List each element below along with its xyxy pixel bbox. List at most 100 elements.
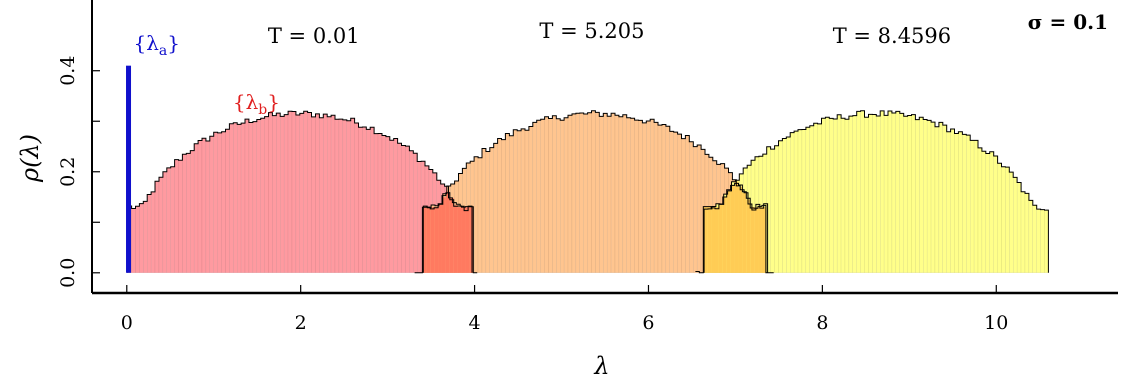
histogram-bar (801, 129, 807, 273)
histogram-bar (377, 133, 383, 273)
overlap-bar (718, 204, 723, 273)
histogram-bar (958, 131, 963, 273)
histogram-bar (606, 115, 612, 273)
x-axis-title: λ (593, 352, 609, 380)
histogram-bar (985, 153, 990, 273)
histogram-bar (477, 157, 483, 273)
histogram-bar (926, 120, 932, 273)
histogram-bar (618, 116, 624, 273)
histogram-bar (817, 123, 822, 273)
histogram-bar (190, 150, 195, 273)
x-tick-label: 6 (642, 312, 654, 334)
histogram-fills (127, 110, 1049, 273)
y-axis-title: ρ(λ) (16, 134, 44, 183)
histogram-bar (560, 119, 565, 273)
histogram-bar (583, 113, 588, 273)
histogram-bar (938, 122, 943, 273)
histogram-bar (233, 122, 238, 273)
histogram-bar (669, 131, 674, 273)
histogram-bar (315, 113, 320, 273)
histogram-bar (166, 167, 171, 273)
histogram-bar (622, 114, 627, 273)
histogram-bar (1036, 208, 1041, 273)
histogram-bar (903, 116, 908, 273)
histogram-bar (1009, 171, 1014, 273)
histogram-bar (287, 111, 293, 273)
histogram-bar (950, 128, 955, 273)
histogram-bar (334, 118, 340, 273)
histogram-bar (782, 138, 787, 273)
histogram-bar (540, 119, 545, 273)
overlap-bar (714, 207, 719, 273)
histogram-bar (653, 122, 659, 273)
histogram-bar (532, 122, 537, 273)
x-tick-label: 10 (984, 312, 1008, 334)
histogram-bar (942, 124, 947, 273)
histogram-bar (614, 115, 620, 273)
lambda-b-label: {λb} (233, 90, 280, 118)
histogram-bar (833, 118, 838, 273)
histogram-bar (825, 116, 830, 273)
overlap-bar (726, 190, 731, 273)
histogram-bar (915, 119, 920, 273)
overlap-bar (465, 207, 470, 273)
histogram-bar (642, 122, 647, 273)
overlap-bar (761, 207, 766, 273)
overlap-bar (461, 207, 466, 273)
histogram-bar (895, 111, 900, 273)
histogram-bar (326, 116, 332, 273)
histogram-bar (217, 132, 222, 273)
overlap-bar (426, 207, 431, 273)
histogram-bar (1028, 200, 1033, 273)
series-outline-2 (703, 110, 1049, 273)
histogram-bar (311, 116, 316, 273)
temperature-label-2: T = 8.4596 (833, 24, 951, 48)
histogram-bar (954, 133, 959, 273)
histogram-bar (397, 143, 402, 273)
histogram-bar (373, 133, 379, 273)
series-outline-1 (422, 110, 769, 273)
histogram-bar (840, 118, 846, 273)
histogram-bar (552, 115, 557, 273)
histogram-bar (139, 203, 144, 273)
histogram-bar (610, 113, 616, 273)
histogram-bar (876, 115, 881, 273)
histogram-bar (303, 111, 308, 273)
overlap-bar (738, 186, 743, 273)
histogram-bar (131, 208, 136, 273)
overlap-outline-1 (695, 182, 774, 274)
histogram-bar (381, 135, 387, 273)
histogram-bar (416, 161, 422, 273)
histogram-bar (595, 112, 600, 273)
histogram-bar (567, 115, 573, 273)
spike-layer (126, 65, 132, 273)
histogram-bar (150, 191, 156, 273)
histogram-bar (693, 146, 698, 273)
overlap-bar (469, 207, 474, 273)
histogram-bar (256, 119, 261, 273)
histogram-bar (681, 138, 686, 273)
histogram-bar (536, 120, 541, 273)
histogram-bar (205, 140, 211, 273)
histogram-bar (907, 115, 912, 273)
histogram-bar (1020, 191, 1026, 273)
histogram-bar (638, 120, 643, 273)
histogram-bar (923, 119, 928, 273)
histogram-bar (821, 118, 826, 273)
histogram-bar (401, 145, 406, 273)
histogram-bar (209, 136, 214, 273)
histogram-bar (591, 110, 596, 273)
histogram-bar (213, 132, 218, 273)
series-outline-0 (127, 110, 473, 273)
x-tick-label: 8 (816, 312, 828, 334)
histogram-bar (295, 114, 301, 273)
histogram-bar (997, 163, 1002, 273)
histogram-bar (836, 114, 842, 273)
histogram-bar (930, 121, 936, 273)
histogram-bar (911, 114, 916, 273)
histogram-bar (147, 194, 152, 273)
histogram-bar (358, 127, 363, 273)
overlap-fill-0 (422, 191, 474, 273)
histogram-bar (868, 114, 873, 273)
histogram-bar (225, 129, 230, 273)
